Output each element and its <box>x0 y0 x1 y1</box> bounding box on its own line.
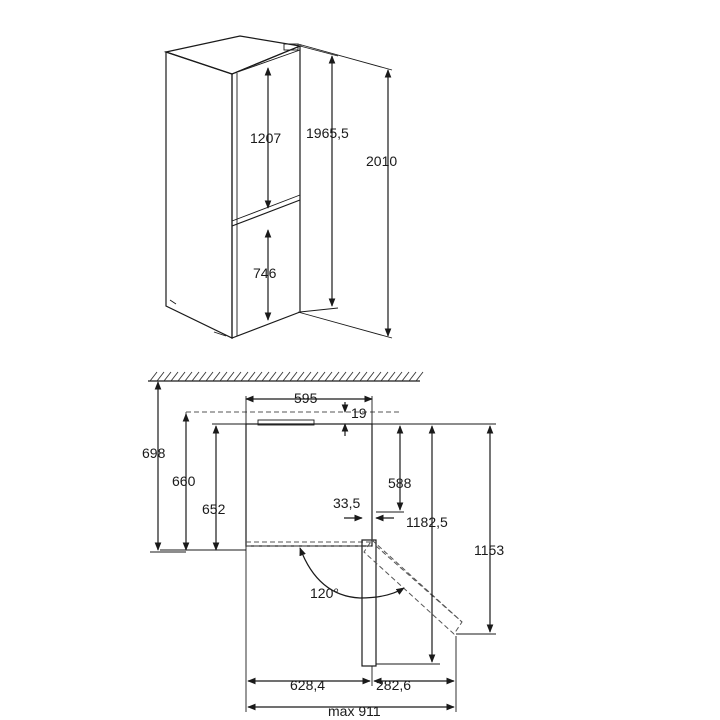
label-door-diagonal: 1182,5 <box>406 514 448 530</box>
hatch-line <box>170 371 179 382</box>
hatch-line <box>226 371 235 382</box>
hatch-line <box>338 371 347 382</box>
hatch-line <box>240 371 249 382</box>
hatch-line <box>373 371 382 382</box>
hatch-line <box>261 371 270 382</box>
fridge-body-plan <box>245 423 373 547</box>
label-freezer-height: 746 <box>253 265 277 281</box>
hatch-line <box>282 371 291 382</box>
fridge-front-panel <box>231 45 301 339</box>
hatch-line <box>331 371 340 382</box>
hatch-line <box>275 371 284 382</box>
hatch-line <box>324 371 333 382</box>
label-width: 595 <box>294 390 318 406</box>
label-depth: 652 <box>202 501 226 517</box>
hatch-line <box>345 371 354 382</box>
hatch-line <box>184 371 193 382</box>
hatch-line <box>366 371 375 382</box>
label-door-open-depth: 1153 <box>474 542 504 558</box>
label-fridge-height: 1207 <box>250 130 281 146</box>
label-depth-clearance: 698 <box>142 445 166 461</box>
door-open-plan <box>361 539 377 667</box>
label-total-height: 2010 <box>366 153 397 169</box>
wall-hatching <box>149 371 424 382</box>
label-depth-handle: 660 <box>172 473 196 489</box>
fridge-3d-view: 1207 1965,5 2010 746 <box>163 35 397 339</box>
hatch-line <box>191 371 200 382</box>
hatch-line <box>254 371 263 382</box>
hatch-line <box>163 371 172 382</box>
hatch-line <box>296 371 305 382</box>
hatch-line <box>408 371 417 382</box>
fridge-top-panel <box>163 35 303 75</box>
hatch-line <box>380 371 389 382</box>
hatch-line <box>317 371 326 382</box>
hatch-line <box>205 371 214 382</box>
hatch-line <box>177 371 186 382</box>
label-max-width: max 911 <box>328 703 381 719</box>
hatch-line <box>289 371 298 382</box>
hatch-line <box>156 371 165 382</box>
hatch-line <box>401 371 410 382</box>
label-door-offset: 588 <box>388 475 412 491</box>
hatch-line <box>359 371 368 382</box>
plan-view: 595 19 698 660 652 588 33,5 1182,5 1153 … <box>142 371 504 719</box>
fridge-side-panel <box>165 51 233 339</box>
hatch-line <box>149 371 158 382</box>
label-wall-gap: 19 <box>351 405 367 421</box>
hatch-line <box>212 371 221 382</box>
hatch-line <box>310 371 319 382</box>
hatch-line <box>387 371 396 382</box>
label-handle-offset: 33,5 <box>333 495 360 511</box>
door-split-line <box>231 199 301 227</box>
hatch-line <box>247 371 256 382</box>
hatch-line <box>198 371 207 382</box>
label-door-swing-width: 282,6 <box>376 677 411 693</box>
hatch-line <box>219 371 228 382</box>
hatch-line <box>303 371 312 382</box>
hatch-line <box>415 371 424 382</box>
hatch-line <box>352 371 361 382</box>
hatch-line <box>394 371 403 382</box>
label-door-angle: 120° <box>310 585 339 601</box>
label-door-height: 1965,5 <box>306 125 349 141</box>
hatch-line <box>268 371 277 382</box>
hatch-line <box>233 371 242 382</box>
label-body-width-open: 628,4 <box>290 677 325 693</box>
